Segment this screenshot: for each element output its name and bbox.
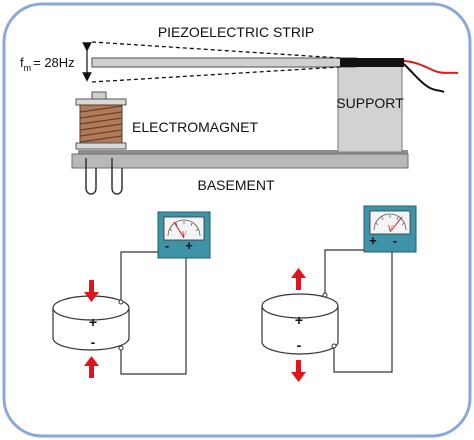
- voltmeter-left-symbol: V: [182, 230, 188, 239]
- circuit-left: V - + + -: [52, 211, 211, 378]
- voltmeter-right-neg: -: [393, 233, 397, 248]
- voltmeter-right-face: [369, 210, 411, 235]
- voltmeter-right-pos: +: [369, 233, 377, 248]
- voltmeter-right-needle: [389, 216, 403, 233]
- electromagnet-label: ELECTROMAGNET: [132, 119, 258, 135]
- extend-arrow-bottom: [291, 360, 306, 382]
- voltmeter-left-ticks: [169, 221, 199, 232]
- wire-black: [403, 63, 445, 93]
- basement: [71, 153, 409, 169]
- strip-clamp: [340, 58, 404, 67]
- disk-right-top-sign: +: [295, 312, 303, 328]
- basement-label: BASEMENT: [197, 177, 274, 193]
- circuit-right: V + - + -: [261, 205, 417, 382]
- frequency-label: fm= 28Hz: [20, 55, 75, 73]
- wire-right-top: [324, 249, 371, 295]
- voltmeter-right-symbol: V: [388, 224, 394, 233]
- voltmeter-left-pos: +: [185, 238, 193, 253]
- disk-left-top-sign: +: [89, 314, 97, 330]
- compress-arrow-top: [84, 280, 99, 302]
- piezo-strip: [91, 57, 357, 68]
- disk-right-bottom-sign: -: [297, 337, 302, 353]
- support-label: SUPPORT: [336, 95, 404, 111]
- voltmeter-left-needle: [173, 221, 185, 239]
- wire-right-bottom: [333, 250, 393, 373]
- voltmeter-right-scale: [373, 213, 407, 231]
- electromagnet-bottom-plate: [75, 142, 127, 150]
- disk-left-bottom-sign: -: [91, 334, 96, 350]
- extend-arrow-top: [291, 268, 306, 290]
- support-block: [337, 61, 403, 153]
- diagram-title: PIEZOELECTRIC STRIP: [158, 24, 314, 40]
- voltmeter-left-scale: [167, 219, 201, 237]
- disk-left-terminal-top: [118, 299, 124, 305]
- disk-right-terminal-bottom: [331, 343, 337, 349]
- compress-arrow-bottom: [84, 356, 99, 378]
- disk-right-terminal-top: [322, 292, 328, 298]
- electromagnet-terminals: [85, 158, 123, 195]
- wire-left-bottom: [120, 252, 187, 375]
- wire-left-top: [120, 251, 163, 302]
- electromagnet-top-plate: [75, 98, 127, 106]
- voltmeter-left-neg: -: [165, 238, 169, 253]
- disk-right-top: [261, 293, 339, 319]
- voltmeter-right-ticks: [375, 215, 405, 226]
- disk-left-terminal-bottom: [118, 345, 124, 351]
- wire-red: [403, 60, 459, 74]
- coil-windings: [79, 105, 123, 143]
